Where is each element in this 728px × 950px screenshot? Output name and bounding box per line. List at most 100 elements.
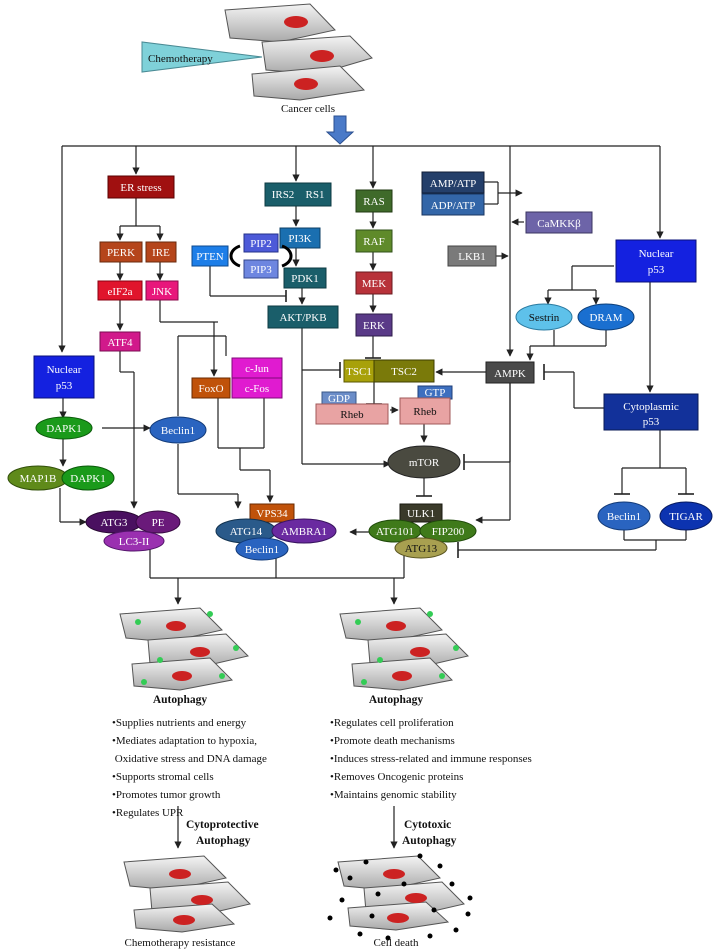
node-ulk1-complex: ULK1 ATG101 FIP200 ATG13 (368, 503, 477, 559)
svg-text:CaMKKβ: CaMKKβ (537, 218, 581, 230)
cytotoxic-label-2: Autophagy (402, 835, 457, 847)
cytoprotective-label-2: Autophagy (196, 835, 251, 847)
svg-text:DAPK1: DAPK1 (46, 423, 81, 435)
node-ampk: AMPK (485, 361, 535, 384)
node-atf4: ATF4 (99, 331, 141, 352)
svg-text:IRS2: IRS2 (272, 189, 295, 201)
svg-text:ADP/ATP: ADP/ATP (431, 200, 476, 212)
svg-text:RAF: RAF (363, 236, 384, 248)
node-perk: PERK (99, 241, 143, 263)
node-akt-pkb: AKT/PKB (267, 305, 339, 329)
right-bullet: •Promote death mechanisms (330, 735, 455, 747)
node-nuclear-p53-left: Nuclear p53 (33, 355, 95, 399)
svg-text:PDK1: PDK1 (291, 273, 319, 285)
node-nuclear-p53-right: Nuclear p53 (615, 239, 697, 283)
chemotherapy-label: Chemotherapy (148, 53, 213, 65)
node-beclin1-left: Beclin1 (149, 416, 207, 444)
svg-text:Cytoplasmic: Cytoplasmic (623, 401, 679, 413)
svg-text:p53: p53 (56, 380, 73, 392)
left-bullet: •Promotes tumor growth (112, 789, 221, 801)
node-foxo: FoxO (191, 377, 231, 399)
node-mek: MEK (355, 271, 393, 295)
node-pip3: PIP3 (243, 259, 279, 279)
svg-text:p53: p53 (648, 264, 665, 276)
svg-text:AMBRA1: AMBRA1 (281, 526, 327, 538)
left-bullet: •Supports stromal cells (112, 771, 214, 783)
svg-text:TSC2: TSC2 (391, 366, 417, 378)
chemotherapy-wedge: Chemotherapy (141, 41, 263, 73)
svg-text:Sestrin: Sestrin (529, 312, 560, 324)
svg-text:p53: p53 (643, 416, 660, 428)
svg-text:IRE: IRE (152, 247, 170, 259)
svg-text:MEK: MEK (362, 278, 387, 290)
autophagy-cells-left (119, 607, 249, 691)
node-cytoplasmic-p53: Cytoplasmic p53 (603, 393, 699, 431)
svg-text:DAPK1: DAPK1 (70, 473, 105, 485)
svg-text:PIP2: PIP2 (250, 238, 271, 250)
main-blue-arrow (325, 115, 355, 145)
svg-text:RAS: RAS (363, 196, 384, 208)
svg-text:c-Jun: c-Jun (245, 363, 269, 375)
left-bullet: •Regulates UPR (112, 807, 184, 819)
node-sestrin: Sestrin (515, 303, 573, 331)
node-adp-atp: ADP/ATP (421, 193, 485, 216)
autophagy-cells-right (339, 607, 469, 691)
node-pip2: PIP2 (243, 233, 279, 253)
svg-text:Beclin1: Beclin1 (245, 544, 279, 556)
svg-text:JNK: JNK (152, 286, 172, 298)
svg-text:GDP: GDP (328, 393, 350, 405)
svg-text:PTEN: PTEN (196, 251, 224, 263)
svg-text:ATF4: ATF4 (107, 337, 133, 349)
node-erk: ERK (355, 313, 393, 337)
svg-text:PI3K: PI3K (288, 233, 311, 245)
left-bullet: •Supplies nutrients and energy (112, 717, 247, 729)
node-tigar: TIGAR (659, 501, 713, 531)
node-pten: PTEN (191, 245, 229, 267)
svg-text:GTP: GTP (425, 387, 446, 399)
node-dram: DRAM (577, 303, 635, 331)
node-c-jun-c-fos: c-Jun c-Fos (231, 357, 283, 399)
svg-text:Rheb: Rheb (413, 406, 437, 418)
svg-text:MAP1B: MAP1B (20, 473, 57, 485)
svg-text:RS1: RS1 (306, 189, 325, 201)
node-vps34-complex: VPS34 ATG14 AMBRA1 Beclin1 (215, 503, 337, 561)
svg-text:PERK: PERK (107, 247, 135, 259)
node-lkb1: LKB1 (447, 245, 497, 267)
node-tsc1-tsc2: TSC1 TSC2 (343, 359, 435, 383)
pip-cycle-arrow-right (281, 244, 293, 268)
right-bullet: •Induces stress-related and immune respo… (330, 753, 532, 765)
svg-text:FoxO: FoxO (198, 383, 223, 395)
svg-text:PE: PE (152, 517, 165, 529)
node-ras: RAS (355, 189, 393, 213)
svg-text:ULK1: ULK1 (407, 508, 435, 520)
right-bullet: •Maintains genomic stability (330, 789, 457, 801)
cytoprotective-label-1: Cytoprotective (186, 819, 259, 831)
node-atg3-pe-lc3: ATG3 PE LC3-II (85, 510, 181, 552)
svg-text:eIF2a: eIF2a (107, 286, 132, 298)
svg-text:Beclin1: Beclin1 (161, 425, 195, 437)
svg-text:Beclin1: Beclin1 (607, 511, 641, 523)
node-jnk: JNK (145, 280, 179, 301)
autophagy-left-title: Autophagy (153, 694, 208, 706)
left-bullet: Oxidative stress and DNA damage (112, 753, 267, 765)
svg-text:Nuclear: Nuclear (639, 248, 674, 260)
svg-text:TIGAR: TIGAR (669, 511, 703, 523)
node-eif2a: eIF2a (97, 280, 143, 301)
node-raf: RAF (355, 229, 393, 253)
cell-death-label: Cell death (374, 937, 419, 949)
svg-text:VPS34: VPS34 (256, 508, 288, 520)
svg-text:mTOR: mTOR (409, 457, 440, 469)
svg-text:ATG3: ATG3 (101, 517, 128, 529)
node-pi3k: PI3K (279, 227, 321, 249)
node-irs2-rs1: IRS2 RS1 (264, 182, 332, 207)
svg-text:LC3-II: LC3-II (119, 536, 150, 548)
svg-text:LKB1: LKB1 (458, 251, 486, 263)
svg-text:AKT/PKB: AKT/PKB (279, 312, 326, 324)
left-bullet-list: •Supplies nutrients and energy •Mediates… (112, 717, 267, 819)
node-er-stress: ER stress (107, 175, 175, 199)
cytotoxic-label-1: Cytotoxic (404, 819, 451, 831)
svg-text:DRAM: DRAM (589, 312, 622, 324)
node-beclin1-right: Beclin1 (597, 501, 651, 531)
node-pdk1: PDK1 (283, 267, 327, 289)
